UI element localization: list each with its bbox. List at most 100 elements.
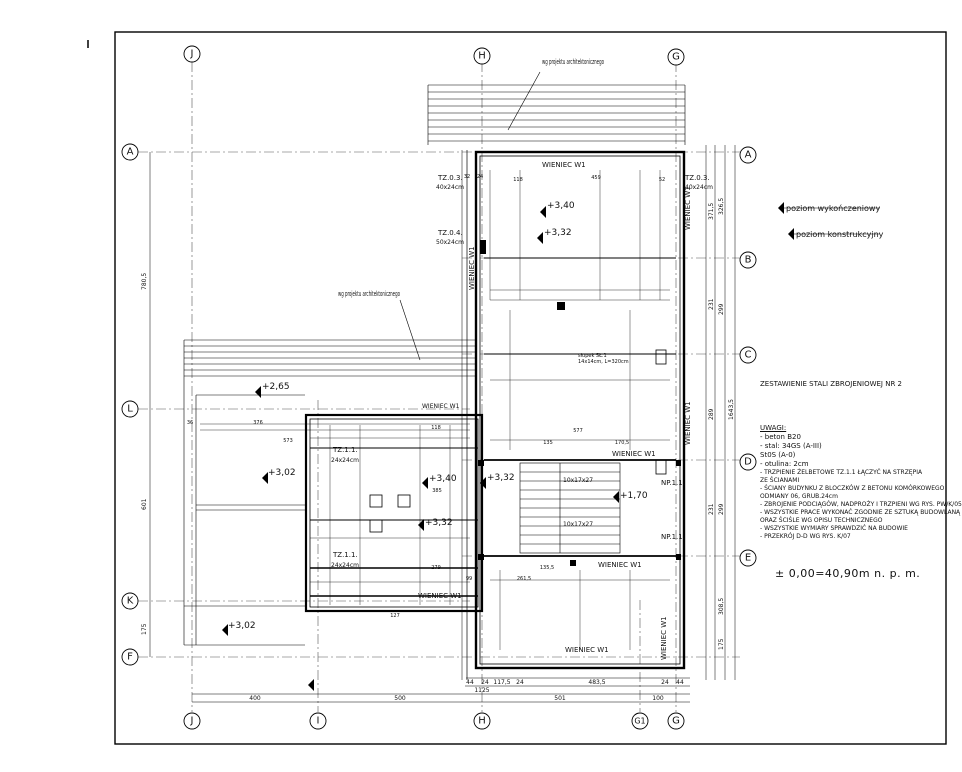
dim-detail: 483,5 <box>588 679 605 686</box>
grid-label-top-g: G <box>672 52 680 63</box>
dim-detail: 44 <box>676 679 684 686</box>
dim-right: 231 <box>708 298 715 310</box>
dim-right: 289 <box>708 408 715 420</box>
dim-inner: 127 <box>390 613 400 619</box>
dim-inner: 135,5 <box>540 565 554 571</box>
note-line: ORAZ ŚCIŚLE WG OPISU TECHNICZNEGO <box>760 517 883 524</box>
grid-label-bottom-h: H <box>478 716 486 727</box>
grid-label-right-d: D <box>744 457 752 468</box>
interior-dimension-lines <box>200 170 670 650</box>
dim-segment: 500 <box>394 695 406 702</box>
dim-inner: 577 <box>573 428 583 434</box>
callout-arch-left: wg projektu architektonicznego <box>338 290 400 298</box>
elevation-label: +3,40 <box>547 201 575 211</box>
column-tag: TZ.0.4. <box>437 229 463 237</box>
pergola-left <box>183 339 475 646</box>
dim-right: 308,5 <box>718 598 725 615</box>
note-line: - WSZYSTKIE PRACE WYKONAĆ ZGODNIE ZE SZT… <box>760 509 961 516</box>
dim-inner: 24 <box>477 174 483 180</box>
elevation-label: +1,70 <box>620 491 648 501</box>
note-line: ODMIANY 06, GRUB.24cm <box>760 493 838 500</box>
note-line: - TRZPIENIE ŻELBETOWE TZ.1.1 ŁĄCZYĆ NA S… <box>760 469 923 476</box>
dim-inner: 118 <box>431 425 441 431</box>
elevation-label: +3,32 <box>544 228 572 238</box>
dim-inner: 36 <box>187 420 193 426</box>
column-boxes <box>369 349 667 533</box>
slupek-label: słupek SŁ.1 <box>578 353 607 359</box>
column-tag: TZ.0.3. <box>437 174 463 182</box>
callout-leaders <box>399 71 880 361</box>
slupek-size: 14x14cm, L=320cm <box>578 359 629 365</box>
dim-detail: 117,5 <box>493 679 510 686</box>
dim-right: 299 <box>718 503 725 515</box>
datum-label: ± 0,00=40,90m n. p. m. <box>775 567 921 580</box>
grid-bubble-bottom-i <box>309 712 327 730</box>
dim-right: 371,5 <box>708 203 715 220</box>
elevation-label: +3,02 <box>228 621 256 631</box>
grid-bubble-right-d <box>739 453 757 471</box>
dim-inner: 261,5 <box>517 576 531 582</box>
notes-block: UWAGI: - beton B20 - stal: 34GS (A-III) … <box>760 424 962 541</box>
grid-lines <box>138 62 740 712</box>
note-line: - beton B20 <box>760 433 801 441</box>
dim-detail: 24 <box>661 679 669 686</box>
beam-label-w1: WIENIEC W1 <box>468 246 476 290</box>
grid-bubble-right-c <box>739 346 757 364</box>
grid-label-right-e: E <box>745 553 751 564</box>
grid-label-bottom-g2: G <box>672 716 680 727</box>
outer-dimensions <box>149 145 736 703</box>
dim-detail: 44 <box>466 679 474 686</box>
stair-label: 10x17x27 <box>563 521 593 528</box>
beam-label-w1: WIENIEC W1 <box>565 646 609 654</box>
sheet-frame <box>114 31 947 745</box>
dim-right: 175 <box>718 638 725 650</box>
column-tag: TZ.1.1. <box>332 446 358 454</box>
schedule-heading: ZESTAWIENIE STALI ZBROJENIOWEJ NR 2 <box>760 380 902 388</box>
grid-bubble-left-l <box>121 400 139 418</box>
note-line: - otulina: 2cm <box>760 460 809 468</box>
dim-right: 231 <box>708 503 715 515</box>
dim-inner: 170,5 <box>615 440 629 446</box>
note-line: - ZBROJENIE PODCIĄGÓW, NADPROŻY I TRZPIE… <box>760 501 962 508</box>
column-tag: TZ.0.3. <box>684 174 710 182</box>
column-size: 40x24cm <box>436 184 464 191</box>
dim-detail: 24 <box>481 679 489 686</box>
beam-label-w1: WIENIEC W1 <box>612 450 656 458</box>
beam-label-w1: WIENIEC W1 <box>422 403 460 410</box>
column-size: 50x24cm <box>436 239 464 246</box>
grid-label-left-l: L <box>127 404 133 415</box>
column-size: 24x24cm <box>331 457 359 464</box>
dim-right: 1643,5 <box>728 399 735 420</box>
dim-inner: 32 <box>464 174 470 180</box>
column-slupek-center <box>557 302 565 310</box>
grid-label-left-a: A <box>127 147 134 158</box>
level-label-structural: poziom konstrukcyjny <box>796 230 884 239</box>
dim-inner: 52 <box>659 177 665 183</box>
grid-bubble-left-f <box>121 648 139 666</box>
grid-bubble-bottom-g1 <box>631 712 649 730</box>
note-line: St0S (A-0) <box>760 451 796 459</box>
grid-bubble-right-a <box>739 146 757 164</box>
beam-label-w1: WIENIEC W1 <box>542 161 586 169</box>
lintel-tag: NP.1.1. <box>661 479 685 487</box>
grid-label-bottom-i: I <box>317 716 320 727</box>
elevation-label: +3,40 <box>429 474 457 484</box>
dim-right: 326,5 <box>718 198 725 215</box>
wall-outline-left-block <box>304 413 484 613</box>
elevation-label: +3,32 <box>487 473 515 483</box>
grid-bubble-bottom-j <box>183 712 201 730</box>
note-line: - WSZYSTKIE WYMIARY SPRAWDZIĆ NA BUDOWIE <box>760 525 908 532</box>
grid-bubble-bottom-h <box>473 712 491 730</box>
grid-label-left-f: F <box>127 652 133 663</box>
notes-heading: UWAGI: <box>760 424 787 432</box>
dim-segment: 100 <box>652 695 664 702</box>
dim-left: 175 <box>141 623 148 635</box>
building-walls <box>304 150 686 680</box>
dim-segment: 501 <box>554 695 566 702</box>
elevation-label: +3,32 <box>425 518 453 528</box>
dim-left: 780,5 <box>141 273 148 290</box>
grid-bubble-top-h <box>473 47 491 65</box>
column-size: 24x24cm <box>331 562 359 569</box>
grid-bubble-left-a <box>121 143 139 161</box>
